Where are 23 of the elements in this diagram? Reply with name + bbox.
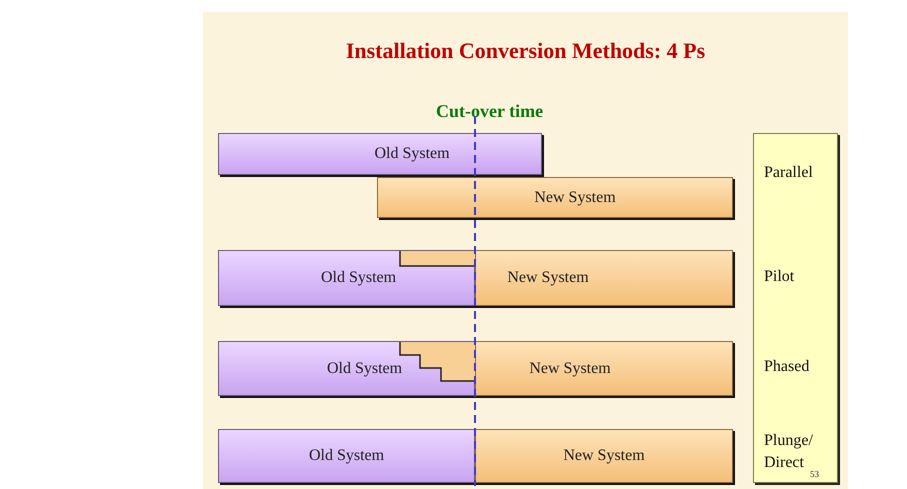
old-system-bar — [218, 250, 475, 306]
system-label: Old System — [374, 144, 450, 164]
system-label: Old System — [308, 446, 384, 466]
title: Installation Conversion Methods: 4 Ps — [344, 37, 706, 65]
method-name: Pilot — [764, 267, 796, 287]
cutover-label: Cut-over time — [436, 100, 544, 123]
new-system-bar — [475, 341, 733, 396]
old-system-bar — [218, 133, 542, 175]
system-label: New System — [534, 188, 616, 208]
system-label: New System — [563, 446, 645, 466]
new-system-bar — [475, 250, 733, 306]
method-name: Phased — [764, 357, 810, 377]
method-name: Parallel — [764, 163, 814, 183]
page-number: 53 — [810, 468, 819, 481]
system-label: New System — [529, 358, 611, 378]
method-panel — [753, 133, 838, 483]
system-label: Old System — [326, 358, 402, 378]
system-label: New System — [507, 268, 589, 288]
new-system-bar — [377, 177, 733, 218]
system-label: Old System — [320, 268, 396, 288]
new-system-bar — [475, 429, 733, 483]
method-name: Plunge/ Direct — [764, 431, 814, 471]
old-system-bar — [218, 429, 475, 483]
